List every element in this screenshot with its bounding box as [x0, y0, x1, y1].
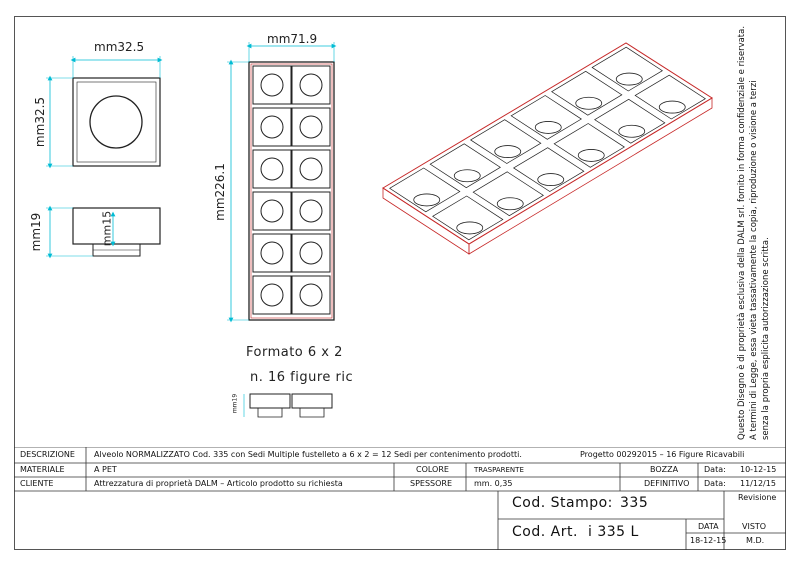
- tray-cavity: [252, 107, 292, 147]
- progetto-value: Progetto 00292015 – 16 Figure Ricavabili: [580, 450, 745, 459]
- confidentiality-notice: Questo Disegno è di proprietà esclusiva …: [735, 20, 783, 440]
- figures-label: n. 16 figure ric: [250, 370, 354, 385]
- data-column-value: 18-12-15: [690, 536, 727, 545]
- tray-cavity: [291, 149, 331, 189]
- iso-cavity: [594, 98, 666, 144]
- cliente-value: Attrezzatura di proprietà DALM – Articol…: [94, 479, 343, 488]
- iso-seat: [618, 124, 646, 138]
- materiale-value: A PET: [94, 465, 117, 474]
- revisione-label: Revisione: [738, 493, 777, 502]
- tray-height-label: mm226.1: [213, 163, 227, 221]
- colore-value: TRASPARENTE: [474, 466, 524, 474]
- data-value-2: 11/12/15: [740, 479, 776, 488]
- iso-cavity: [429, 143, 501, 189]
- cavity-seat: [299, 115, 323, 139]
- bozza-label: BOZZA: [650, 465, 679, 474]
- cavity-seat: [260, 283, 284, 307]
- iso-cavity: [470, 119, 542, 164]
- iso-seat: [658, 100, 686, 114]
- iso-seat: [456, 221, 484, 235]
- cliente-label: CLIENTE: [20, 479, 54, 488]
- tray-width-label: mm71.9: [267, 32, 318, 46]
- iso-cavity: [432, 195, 504, 241]
- iso-seat: [413, 193, 441, 207]
- top-view-height-label: mm32.5: [33, 96, 47, 148]
- top-view-width-label: mm32.5: [94, 40, 145, 54]
- tray-side-view: [243, 393, 333, 418]
- colore-label: COLORE: [416, 465, 449, 474]
- data-label-2: Data:: [704, 479, 726, 488]
- iso-seat: [537, 173, 565, 186]
- iso-cavity: [389, 167, 461, 213]
- format-label: Formato 6 x 2: [246, 345, 343, 360]
- side-view-inner-label: mm15: [100, 210, 114, 247]
- tray-cavity: [252, 275, 292, 315]
- data-column-label: DATA: [698, 522, 719, 531]
- iso-cavity: [513, 147, 585, 192]
- tray-cavity: [291, 233, 331, 273]
- cavity-seat: [299, 283, 323, 307]
- iso-seat: [534, 121, 562, 134]
- cavity-seat: [260, 157, 284, 181]
- tray-cavity: [291, 191, 331, 231]
- tray-cavity: [291, 65, 331, 105]
- visto-label: VISTO: [742, 522, 767, 531]
- cod-stampo-value: 335: [620, 495, 649, 511]
- tray-cavity: [252, 233, 292, 273]
- iso-seat: [496, 197, 524, 211]
- cavity-seat: [260, 199, 284, 223]
- cod-art-value: i 335 L: [588, 524, 639, 540]
- data-label-1: Data:: [704, 465, 726, 474]
- iso-cavity: [551, 70, 623, 116]
- cod-stampo-label: Cod. Stampo:: [512, 495, 613, 511]
- tray-cavity: [252, 149, 292, 189]
- iso-cavity: [634, 74, 706, 120]
- materiale-label: MATERIALE: [20, 465, 65, 474]
- iso-seat: [494, 145, 522, 158]
- cavity-seat: [260, 73, 284, 97]
- isometric-view: [382, 42, 713, 255]
- tray-cavity: [291, 275, 331, 315]
- tray-cavity: [252, 65, 292, 105]
- notice-line-3: senza la propria esplicita autorizzazion…: [761, 237, 771, 440]
- notice-line-1: Questo Disegno è di proprietà esclusiva …: [737, 25, 747, 440]
- spessore-label: SPESSORE: [410, 479, 453, 488]
- cod-art-label: Cod. Art.: [512, 524, 578, 540]
- descrizione-value: Alveolo NORMALIZZATO Cod. 335 con Sedi M…: [94, 450, 522, 459]
- iso-seat: [453, 169, 481, 183]
- title-block: DESCRIZIONE Alveolo NORMALIZZATO Cod. 33…: [14, 447, 786, 550]
- spessore-value: mm. 0,35: [474, 479, 513, 488]
- top-view: [46, 56, 163, 169]
- descrizione-label: DESCRIZIONE: [20, 450, 75, 459]
- notice-line-2: A termini di Legge, essa vieta tassativa…: [749, 80, 759, 440]
- iso-cavity: [591, 46, 663, 92]
- data-value-1: 10-12-15: [740, 465, 777, 474]
- cavity-seat: [260, 115, 284, 139]
- tray-plan-view: [227, 42, 337, 323]
- cavity-seat: [299, 199, 323, 223]
- iso-cavity: [510, 95, 582, 140]
- small-height-label: mm19: [231, 393, 239, 414]
- cavity-seat: [299, 73, 323, 97]
- tray-cavity: [291, 107, 331, 147]
- iso-seat: [575, 96, 603, 110]
- iso-cavity: [472, 171, 544, 217]
- tray-cavity: [252, 191, 292, 231]
- cavity-seat: [260, 241, 284, 265]
- cavity-seat: [299, 157, 323, 181]
- iso-cavity: [553, 123, 625, 168]
- sheet-border: [14, 16, 786, 550]
- cavity-seat: [299, 241, 323, 265]
- visto-value: M.D.: [746, 536, 765, 545]
- definitivo-label: DEFINITIVO: [644, 479, 690, 488]
- iso-seat: [577, 149, 605, 162]
- iso-seat: [615, 72, 643, 86]
- side-view-height-label: mm19: [29, 212, 43, 252]
- side-view: [46, 205, 161, 259]
